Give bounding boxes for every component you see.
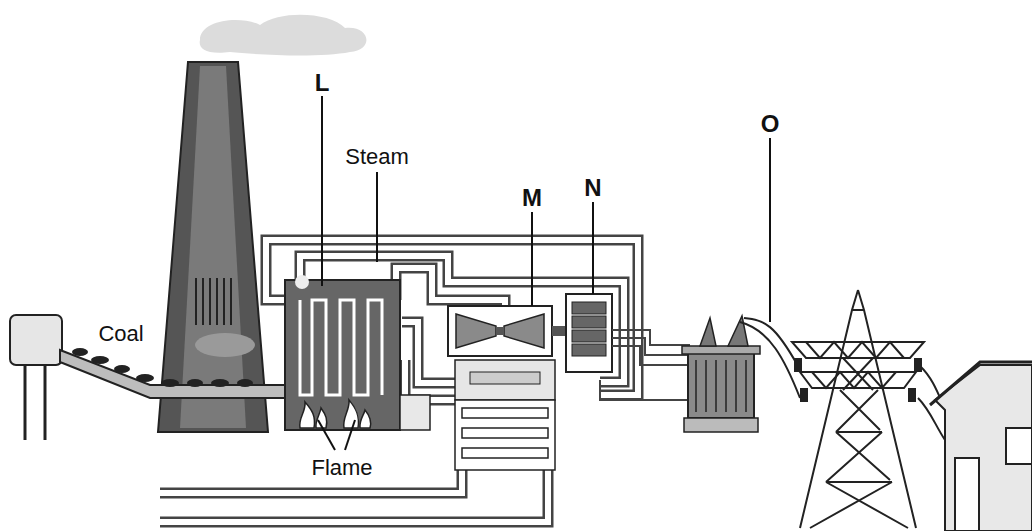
coil-lines [462, 408, 548, 458]
part-label: Coal [96, 322, 145, 346]
boiler-tubes [300, 300, 382, 395]
bushings [700, 316, 748, 346]
transformer-top [682, 346, 760, 354]
hopper-leg [44, 365, 47, 440]
condenser-tank [470, 372, 540, 384]
hopper-leg [24, 365, 27, 440]
conveyor [60, 350, 285, 398]
part-label: Steam [343, 145, 411, 169]
smoke [200, 15, 367, 56]
pump [400, 395, 430, 430]
condenser [455, 360, 555, 400]
steam-puff [295, 275, 309, 289]
part-label: Flame [309, 456, 374, 480]
house-roof [930, 362, 1032, 405]
pipes [160, 240, 638, 522]
chimney-inner [180, 66, 246, 428]
turbine-shaft [496, 327, 504, 335]
smoke-inlet [195, 333, 255, 357]
callout-letter: N [582, 175, 603, 201]
insulators [794, 358, 922, 402]
transformer-base [684, 418, 758, 432]
leader-lines [318, 96, 770, 450]
transformer-fins [696, 360, 746, 412]
cooling-coils [455, 400, 555, 470]
generator-housing [566, 294, 612, 372]
chimney-vents [196, 278, 231, 325]
callout-letter: M [520, 185, 544, 211]
transformer [688, 352, 754, 418]
callout-letter: O [759, 111, 782, 137]
turbine [456, 314, 544, 348]
power-cables [600, 330, 690, 400]
turbine-housing [448, 306, 552, 356]
house-window [1006, 428, 1032, 464]
generator [572, 302, 606, 356]
boiler [285, 280, 400, 430]
coal-lumps [72, 348, 253, 387]
coal-hopper [10, 315, 62, 365]
flames [300, 400, 371, 428]
callout-letter: L [313, 70, 332, 96]
pylon [792, 290, 924, 528]
house-door [955, 458, 979, 531]
chimney [158, 62, 268, 432]
shaft [552, 326, 566, 336]
